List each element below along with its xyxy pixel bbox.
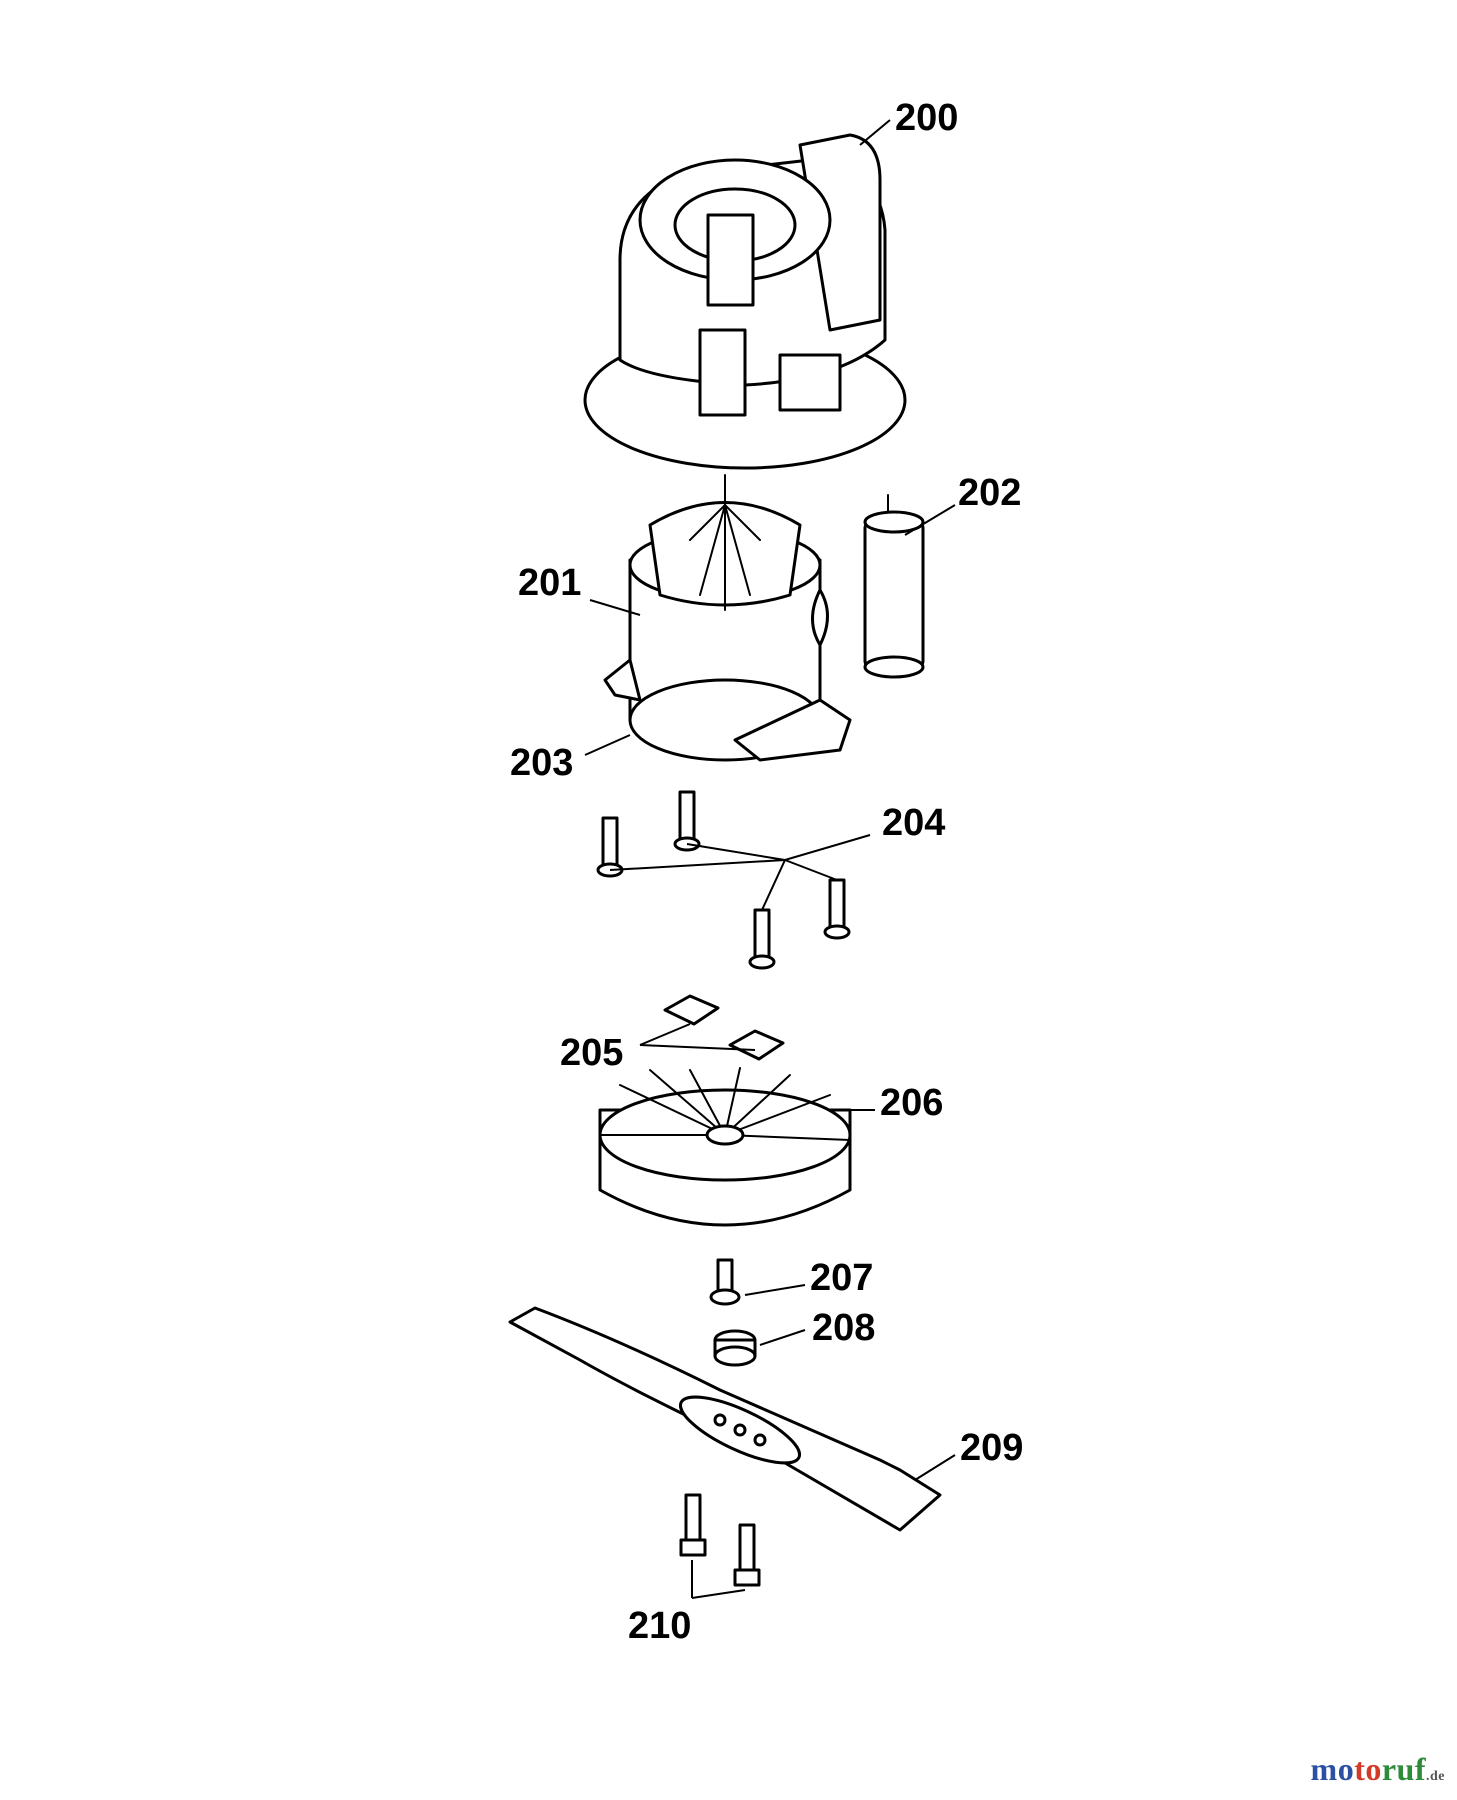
label-205: 205 (560, 1032, 623, 1074)
motor-housing (583, 133, 907, 470)
watermark-part-4: .de (1426, 1769, 1445, 1784)
fan (598, 1067, 852, 1227)
label-209: 209 (960, 1427, 1023, 1469)
label-202: 202 (958, 472, 1021, 514)
label-206: 206 (880, 1082, 943, 1124)
nut-set-205 (663, 994, 785, 1061)
callout-labels: 200 201 202 203 204 205 206 207 208 209 … (510, 97, 1023, 1647)
capacitor (863, 494, 925, 679)
label-203: 203 (510, 742, 573, 784)
watermark-part-3: ruf (1381, 1751, 1426, 1787)
label-200: 200 (895, 97, 958, 139)
watermark-logo: motoruf.de (1311, 1751, 1445, 1788)
bolt-207 (709, 1258, 741, 1306)
label-207: 207 (810, 1257, 873, 1299)
watermark-part-2: to (1354, 1751, 1382, 1787)
motor-assembly (603, 474, 852, 762)
bolt-set-210 (679, 1493, 761, 1587)
label-208: 208 (812, 1307, 875, 1349)
leader-lines (584, 119, 956, 1599)
mower-blade (508, 1306, 942, 1532)
spacer-208 (713, 1329, 757, 1367)
label-201: 201 (518, 562, 581, 604)
screw-set-204 (596, 790, 851, 970)
watermark-part-1: mo (1310, 1751, 1355, 1787)
label-204: 204 (882, 802, 945, 844)
label-210: 210 (628, 1605, 691, 1647)
